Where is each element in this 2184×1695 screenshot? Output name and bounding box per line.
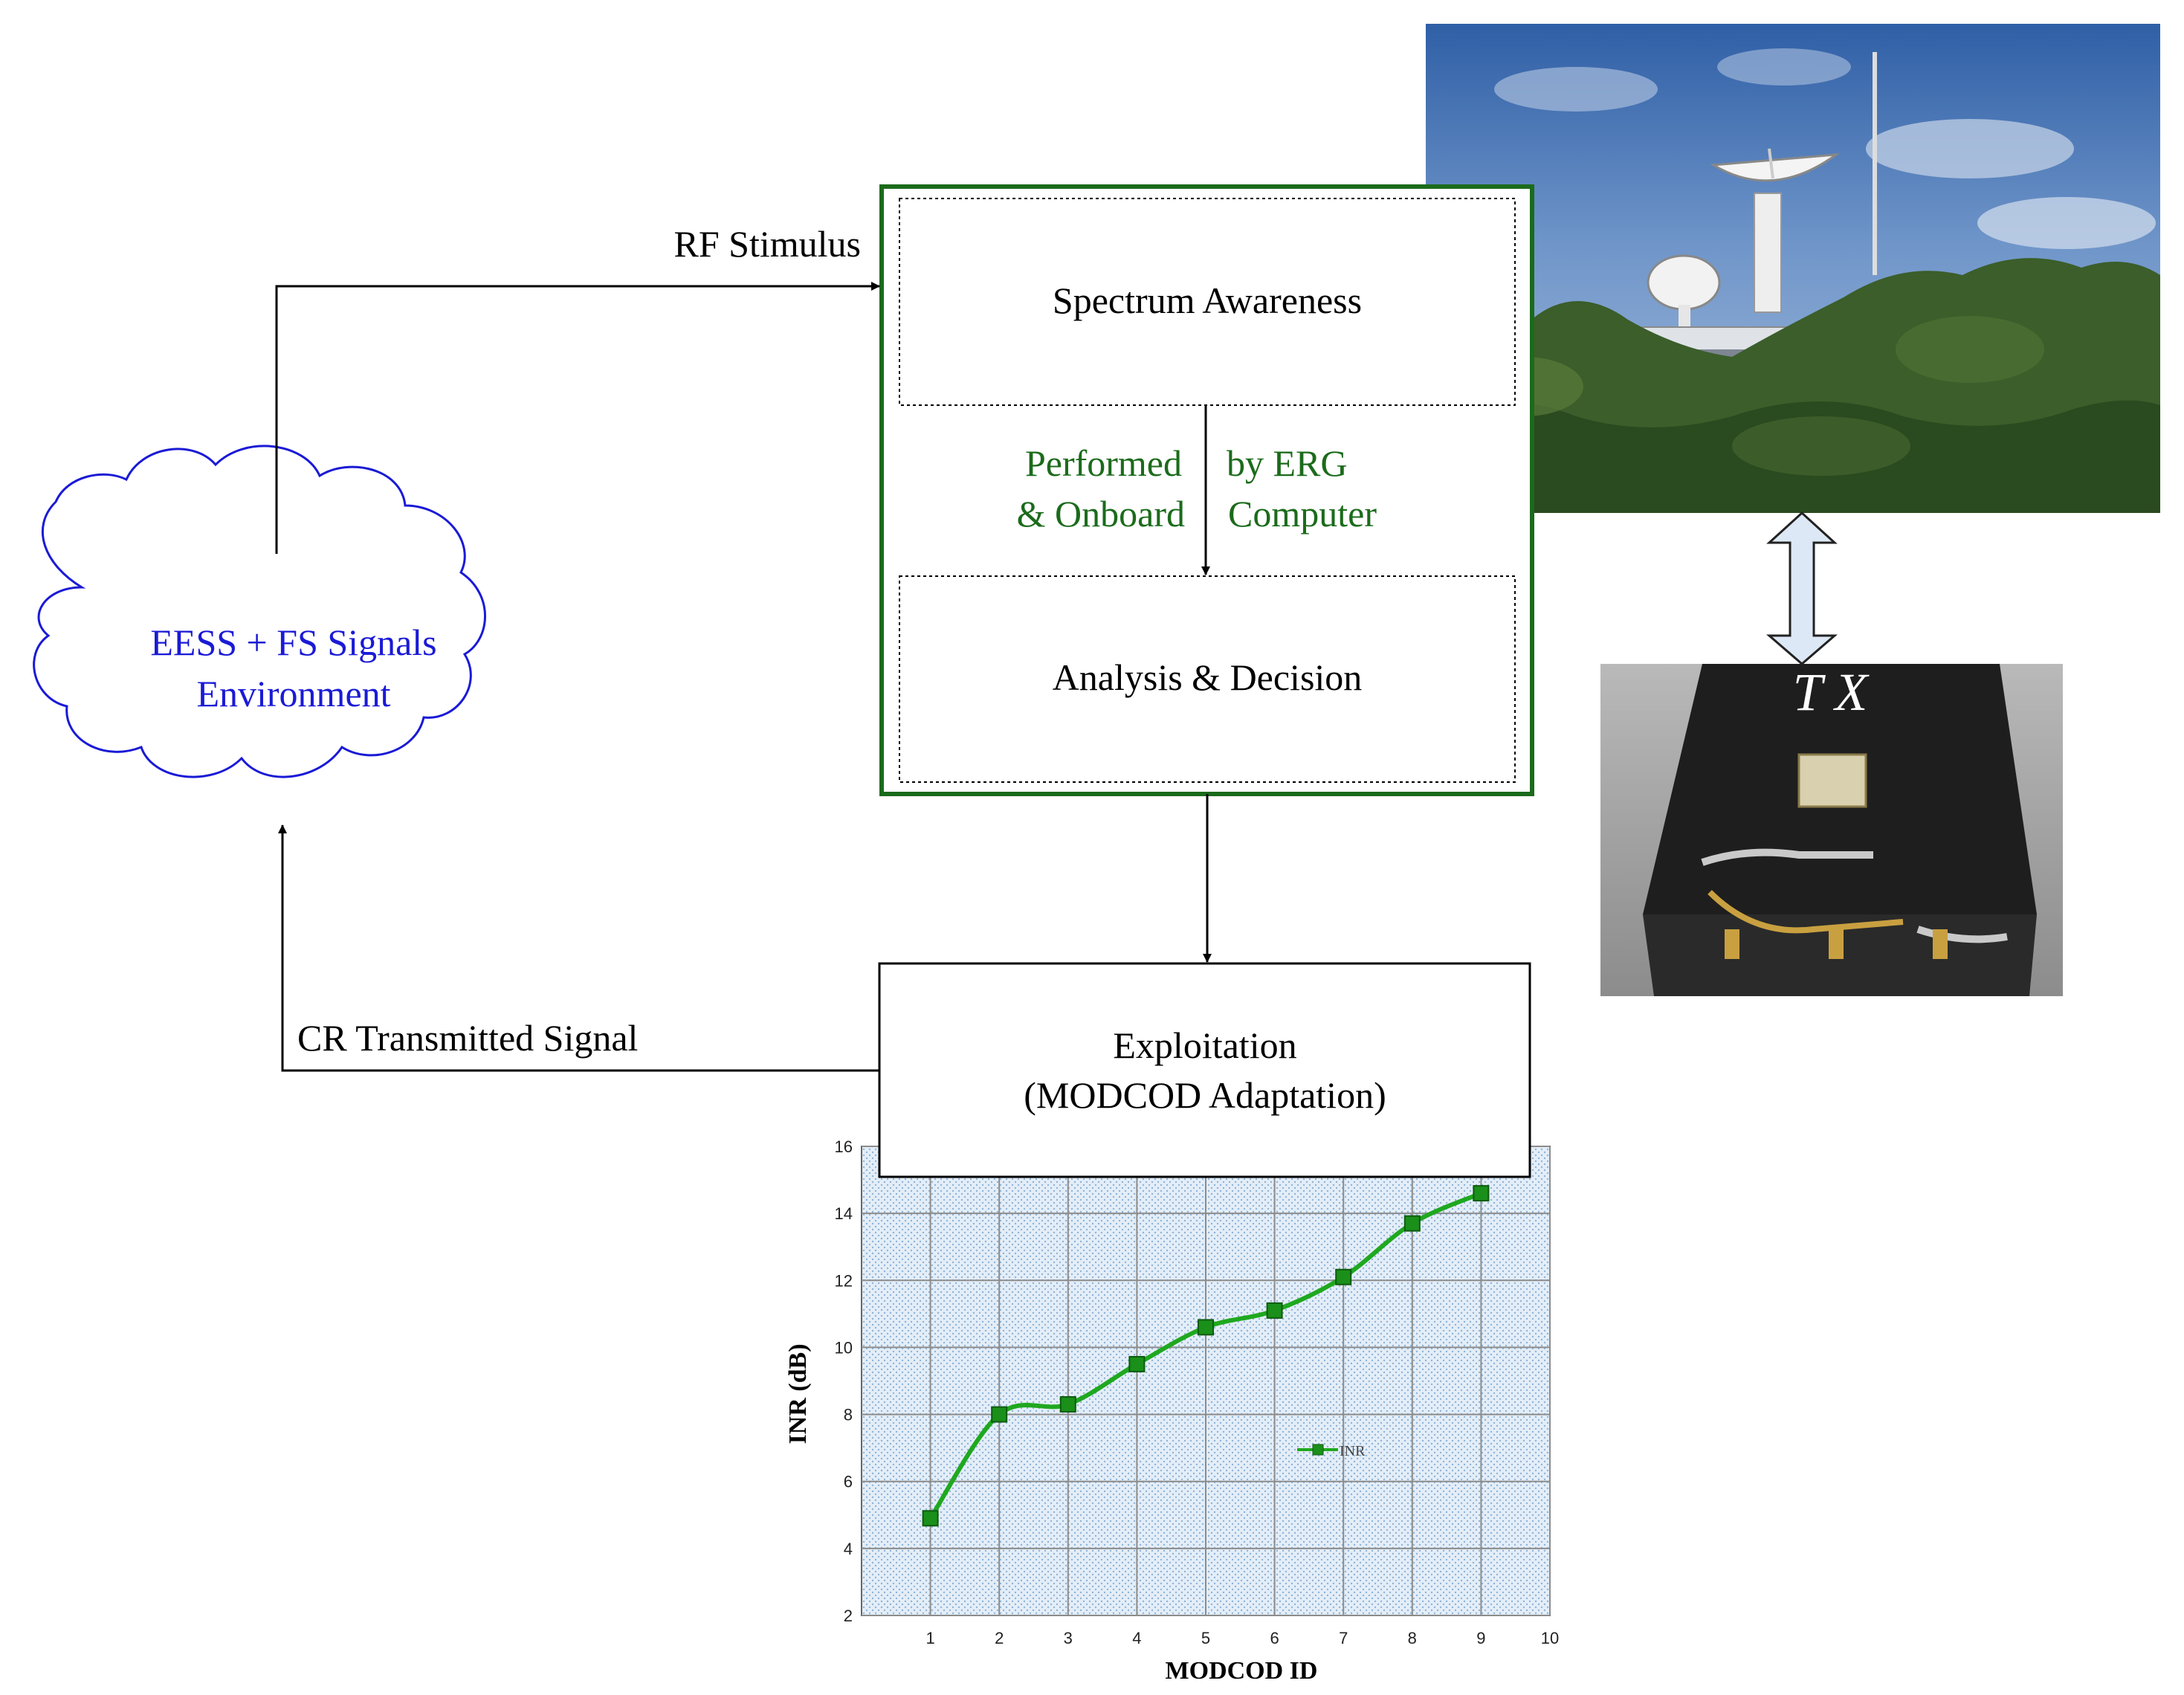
- data-point-marker: [991, 1406, 1008, 1423]
- y-tick-label: 10: [835, 1338, 853, 1357]
- exploitation-box: [878, 962, 1531, 1178]
- y-tick-label: 14: [835, 1204, 853, 1223]
- data-point-marker: [922, 1510, 939, 1527]
- data-point-marker: [1198, 1319, 1214, 1336]
- analysis-decision-label: Analysis & Decision: [1053, 656, 1363, 698]
- x-axis-ticks: 1 2 3 4 5 6 7 8 9 10: [925, 1629, 1559, 1647]
- by-erg-label: by ERG: [1227, 442, 1348, 484]
- link-double-arrow: [1765, 511, 1838, 665]
- x-tick-label: 3: [1064, 1629, 1073, 1647]
- chart-legend: INR: [1297, 1443, 1366, 1459]
- environment-label-line1: EESS + FS Signals: [150, 622, 436, 663]
- y-tick-label: 2: [844, 1607, 853, 1625]
- x-tick-label: 7: [1339, 1629, 1348, 1647]
- rf-stimulus-label: RF Stimulus: [674, 223, 862, 265]
- rf-stimulus-arrow: [275, 282, 880, 554]
- y-tick-label: 16: [835, 1137, 853, 1156]
- x-tick-label: 6: [1270, 1629, 1279, 1647]
- exploitation-label-line1: Exploitation: [1113, 1024, 1296, 1066]
- x-axis-title: MODCOD ID: [1166, 1657, 1318, 1685]
- environment-cloud: [33, 445, 486, 778]
- y-tick-label: 8: [844, 1406, 853, 1424]
- x-tick-label: 9: [1476, 1629, 1485, 1647]
- performed-label: Performed: [1025, 442, 1182, 484]
- tx-label: T X: [1793, 662, 1870, 722]
- legend-label: INR: [1340, 1443, 1366, 1459]
- data-point-marker: [1335, 1268, 1352, 1285]
- tx-hardware-photo: T X: [1600, 662, 2063, 996]
- spectrum-awareness-box: [899, 198, 1516, 406]
- data-point-marker: [1128, 1355, 1146, 1372]
- cr-transmitted-arrow: [278, 824, 879, 1072]
- x-tick-label: 1: [925, 1629, 934, 1647]
- data-point-marker: [1059, 1396, 1076, 1413]
- environment-label-line2: Environment: [196, 673, 390, 714]
- x-tick-label: 10: [1541, 1629, 1559, 1647]
- y-axis-title: INR (dB): [784, 1343, 812, 1444]
- y-axis-ticks: 2 4 6 8 10 12 14 16: [835, 1137, 853, 1625]
- exploitation-label-line2: (MODCOD Adaptation): [1024, 1074, 1386, 1116]
- cr-transmitted-label: CR Transmitted Signal: [297, 1017, 638, 1059]
- data-point-marker: [1473, 1185, 1490, 1202]
- data-point-marker: [1403, 1215, 1421, 1232]
- computer-label: Computer: [1228, 493, 1377, 535]
- ground-station-photo: [1426, 24, 2160, 513]
- spectrum-awareness-label: Spectrum Awareness: [1053, 280, 1362, 321]
- x-tick-label: 5: [1201, 1629, 1210, 1647]
- y-tick-label: 6: [844, 1473, 853, 1491]
- onboard-label: & Onboard: [1017, 493, 1185, 535]
- data-point-marker: [1266, 1302, 1283, 1319]
- y-tick-label: 12: [835, 1271, 853, 1290]
- series-markers: [922, 1185, 1490, 1527]
- x-tick-label: 2: [995, 1629, 1004, 1647]
- x-tick-label: 4: [1132, 1629, 1141, 1647]
- legend-marker: [1312, 1444, 1324, 1456]
- y-tick-label: 4: [844, 1540, 853, 1558]
- x-tick-label: 8: [1408, 1629, 1417, 1647]
